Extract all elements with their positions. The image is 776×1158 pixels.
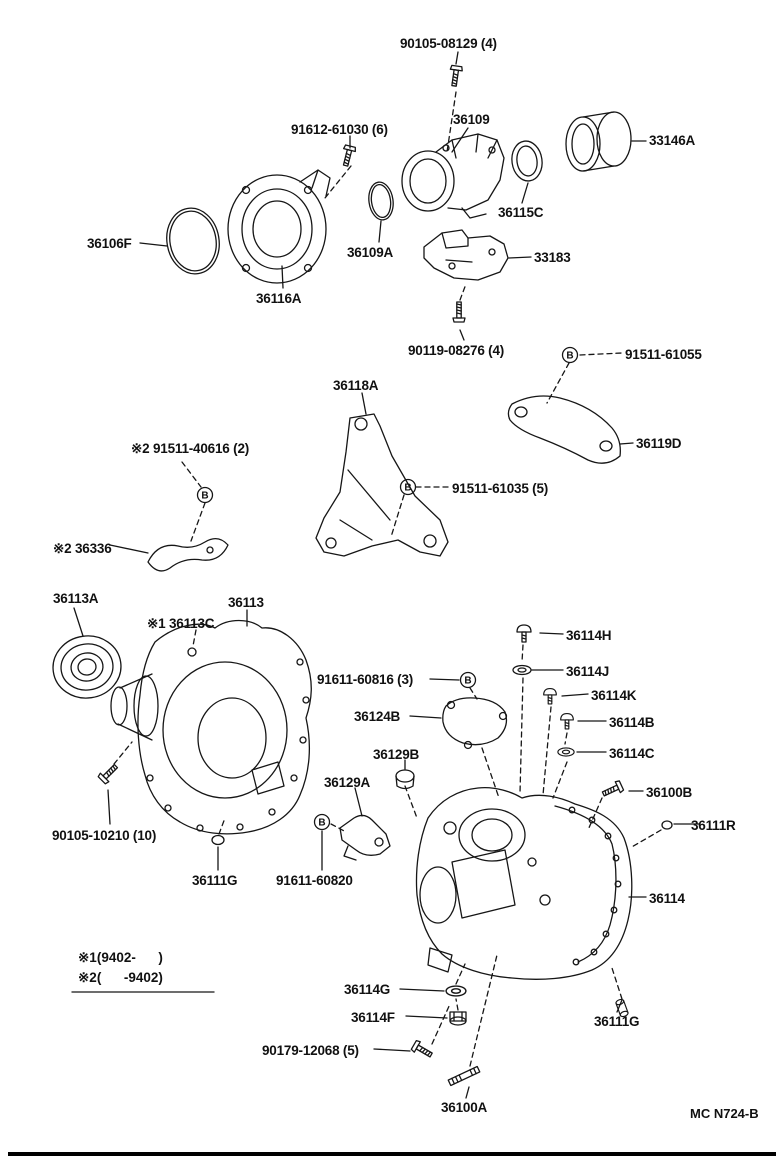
part-label-36114j: 36114J [566, 664, 610, 679]
bolt-36100b-drawing [600, 779, 625, 801]
part-label-36100b: 36100B [646, 785, 693, 800]
bolt-91612-61030-drawing [339, 144, 357, 168]
part-label-36113c: ※1 36113C [147, 616, 215, 631]
bolt-90119-08276-drawing [452, 301, 466, 323]
part-label-91611-60820: 91611-60820 [276, 873, 353, 888]
part-label-91611-60816: 91611-60816 (3) [317, 672, 414, 687]
bracket-36336-drawing [147, 538, 229, 572]
b-marker: B [561, 346, 579, 364]
stud-36100a-drawing [447, 1065, 481, 1087]
oring-36109a-drawing [368, 181, 394, 221]
bolt-90105-08129-drawing [447, 64, 464, 88]
breather-33183-drawing [423, 229, 509, 281]
housing-36109-drawing [401, 133, 505, 219]
part-label-90105-10210: 90105-10210 (10) [52, 828, 157, 843]
part-label-36111g-left: 36111G [192, 873, 238, 888]
part-label-36100a: 36100A [441, 1100, 488, 1115]
part-label-36129b: 36129B [373, 747, 420, 762]
b-marker: B [459, 671, 477, 689]
stay-36118a-drawing [315, 413, 449, 557]
pin-36113c-drawing [187, 647, 197, 657]
part-label-36129a: 36129A [324, 775, 371, 790]
part-label-91612-61030: 91612-61030 (6) [291, 122, 388, 137]
cover-36124b-drawing [442, 697, 508, 750]
part-label-36114b: 36114B [609, 715, 655, 730]
part-label-36116a: 36116A [256, 291, 302, 306]
part-label-36336: ※2 36336 [53, 541, 112, 556]
bracket-36119d-drawing [507, 395, 621, 464]
part-label-36124b: 36124B [354, 709, 401, 724]
case-36114-drawing [415, 786, 633, 980]
b-marker-text: B [201, 491, 208, 502]
washer-36114c-drawing [557, 747, 575, 757]
part-label-33146a: 33146A [649, 133, 696, 148]
screw-36114b-drawing [560, 713, 574, 730]
plug-36111r-drawing [661, 820, 673, 830]
part-label-36115c: 36115C [498, 205, 544, 220]
b-marker: B [196, 486, 214, 504]
bolt-90105-10210-drawing [96, 761, 121, 786]
washer-36114j-drawing [512, 664, 532, 676]
bracket-36129a-drawing [339, 814, 391, 861]
b-marker-text: B [404, 483, 411, 494]
assembly-dashed-lines [113, 91, 662, 1067]
part-label-90105-08129: 90105-08129 (4) [400, 36, 497, 51]
part-label-36106f: 36106F [87, 236, 132, 251]
part-label-36114: 36114 [649, 891, 685, 906]
seal-36113a-drawing [52, 635, 122, 699]
plug-36114f-drawing [449, 1011, 467, 1026]
washer-36114g-drawing [445, 985, 467, 997]
part-label-90179-12068: 90179-12068 (5) [262, 1043, 359, 1058]
part-label-36114g: 36114G [344, 982, 391, 997]
gasket-36106f-drawing [166, 207, 220, 275]
part-label-36118a: 36118A [333, 378, 379, 393]
applicability-note-2: ※2( -9402) [78, 970, 163, 985]
part-label-91511-61055: 91511-61055 [625, 347, 702, 362]
part-label-36114c: 36114C [609, 746, 655, 761]
part-label-36113a: 36113A [53, 591, 99, 606]
drawing-code: MC N724-B [690, 1106, 759, 1121]
part-label-36111r: 36111R [691, 818, 736, 833]
damper-36129b-drawing [395, 769, 415, 790]
part-label-36113: 36113 [228, 595, 264, 610]
plug-36111g-left-drawing [211, 834, 225, 846]
leader-lines [73, 51, 701, 1099]
b-marker-text: B [464, 676, 471, 687]
part-label-36109a: 36109A [347, 245, 394, 260]
seal-36115c-drawing [511, 140, 543, 182]
b-marker-text: B [318, 818, 325, 829]
applicability-note-1: ※1(9402- ) [78, 950, 163, 965]
page-bottom-rule [8, 1152, 776, 1156]
cover-36116a-drawing [227, 169, 331, 284]
part-label-36114h: 36114H [566, 628, 612, 643]
part-label-36109: 36109 [453, 112, 490, 127]
part-label-36119d: 36119D [636, 436, 682, 451]
screw-36114h-drawing [516, 624, 532, 643]
b-marker-text: B [566, 351, 573, 362]
part-label-33183: 33183 [534, 250, 571, 265]
part-label-90119-08276: 90119-08276 (4) [408, 343, 505, 358]
part-label-91511-40616: ※2 91511-40616 (2) [131, 441, 250, 456]
screw-36114k-drawing [543, 688, 557, 705]
bushing-33146a-drawing [565, 111, 632, 172]
b-marker: B [313, 813, 331, 831]
part-label-36114k: 36114K [591, 688, 637, 703]
bolt-ref-markers: B B B B B [196, 346, 579, 831]
part-label-36114f: 36114F [351, 1010, 395, 1025]
part-label-36111g-bottom: 36111G [594, 1014, 640, 1029]
case-36113-drawing [110, 619, 312, 835]
part-label-91511-61035: 91511-61035 (5) [452, 481, 549, 496]
b-marker: B [399, 478, 417, 496]
bolt-90179-12068-drawing [410, 1039, 435, 1061]
